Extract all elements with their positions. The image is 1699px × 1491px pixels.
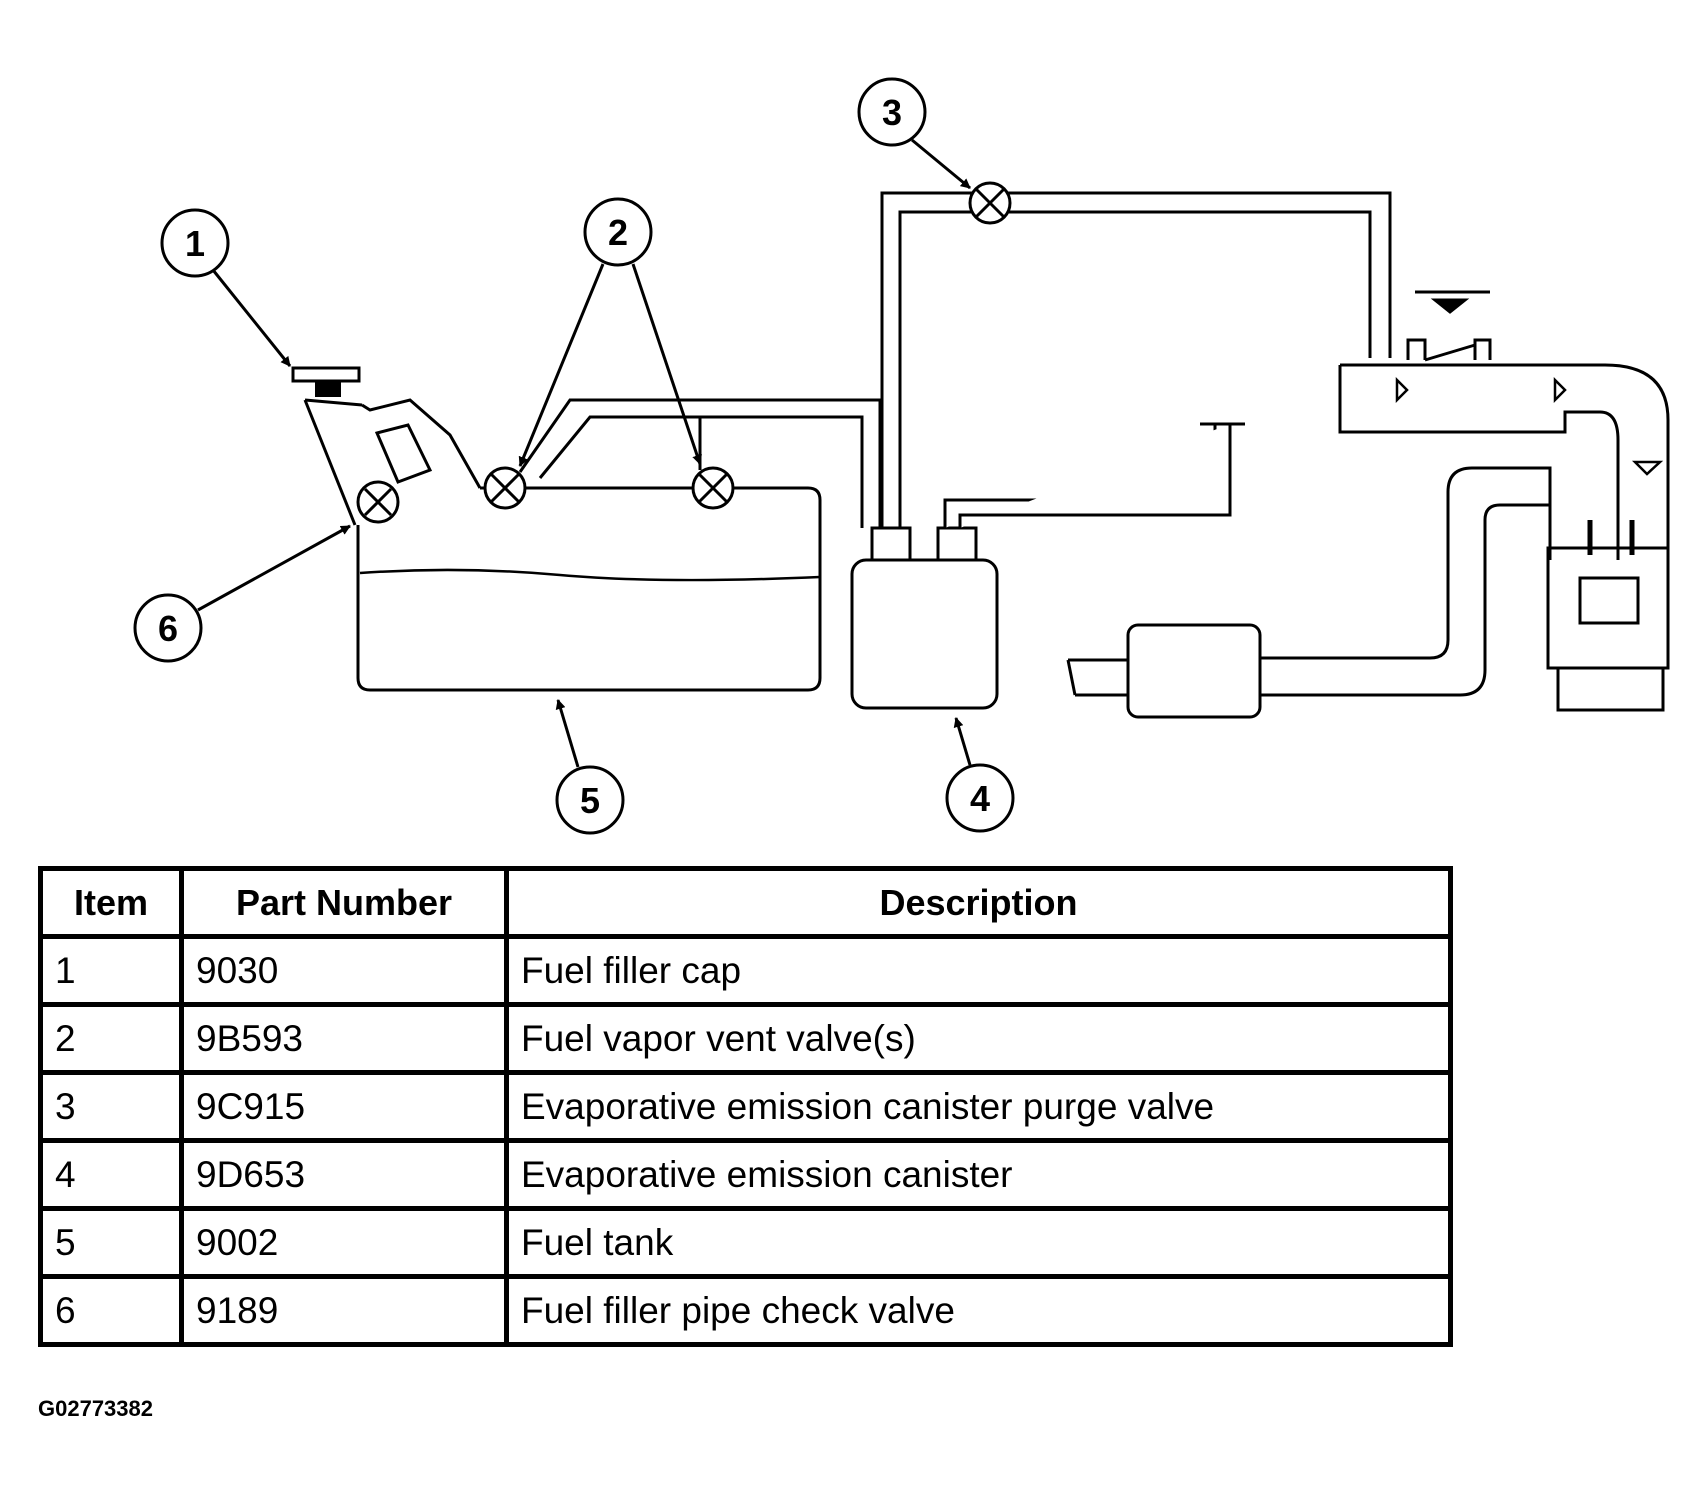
exhaust-system	[1066, 466, 1552, 719]
table-row: 6 9189 Fuel filler pipe check valve	[38, 1274, 1453, 1347]
flow-arrows	[1395, 376, 1664, 476]
engine-cylinder	[1546, 520, 1670, 712]
table-row: 2 9B593 Fuel vapor vent valve(s)	[38, 1002, 1453, 1075]
fuel-filler-cap	[291, 366, 361, 397]
table-row: 3 9C915 Evaporative emission canister pu…	[38, 1070, 1453, 1143]
intake-manifold	[1338, 290, 1670, 560]
header-part-number: Part Number	[179, 866, 509, 939]
fuel-tank	[356, 486, 822, 692]
evap-system-diagram: 1 2 3 4 5 6	[133, 77, 1670, 835]
callout-3: 3	[857, 77, 971, 190]
callout-2-label: 2	[608, 212, 628, 253]
cell-description: Fuel filler cap	[504, 934, 1453, 1007]
cell-description: Evaporative emission canister purge valv…	[504, 1070, 1453, 1143]
callout-6-label: 6	[158, 608, 178, 649]
cell-part-number: 9002	[179, 1206, 509, 1279]
table-row: 5 9002 Fuel tank	[38, 1206, 1453, 1279]
filler-pipe-check-valve	[356, 480, 400, 524]
callout-4-label: 4	[970, 778, 990, 819]
cell-part-number: 9B593	[179, 1002, 509, 1075]
cell-item: 4	[38, 1138, 184, 1211]
parts-table: Item Part Number Description 1 9030 Fuel…	[38, 866, 1453, 1347]
purge-line	[880, 191, 1392, 528]
callout-6: 6	[133, 524, 351, 663]
cell-item: 1	[38, 934, 184, 1007]
vent-valve-left	[483, 466, 527, 510]
callout-1-label: 1	[185, 223, 205, 264]
cell-part-number: 9C915	[179, 1070, 509, 1143]
cell-part-number: 9189	[179, 1274, 509, 1347]
callout-3-label: 3	[882, 92, 902, 133]
purge-valve	[968, 181, 1012, 225]
header-item: Item	[38, 866, 184, 939]
cell-item: 3	[38, 1070, 184, 1143]
cell-item: 6	[38, 1274, 184, 1347]
callout-4: 4	[945, 717, 1015, 833]
table-header-row: Item Part Number Description	[38, 866, 1453, 939]
fuel-filler-neck	[303, 398, 482, 526]
callout-2: 2	[518, 197, 702, 467]
cell-description: Fuel vapor vent valve(s)	[504, 1002, 1453, 1075]
cell-description: Evaporative emission canister	[504, 1138, 1453, 1211]
table-row: 4 9D653 Evaporative emission canister	[38, 1138, 1453, 1211]
cell-part-number: 9D653	[179, 1138, 509, 1211]
callout-1: 1	[160, 208, 292, 367]
figure-id: G02773382	[38, 1396, 153, 1421]
vent-valve-right	[691, 466, 735, 510]
cell-part-number: 9030	[179, 934, 509, 1007]
cell-item: 5	[38, 1206, 184, 1279]
cell-item: 2	[38, 1002, 184, 1075]
table-row: 1 9030 Fuel filler cap	[38, 934, 1453, 1007]
header-description: Description	[504, 866, 1453, 939]
cell-description: Fuel filler pipe check valve	[504, 1274, 1453, 1347]
cell-description: Fuel tank	[504, 1206, 1453, 1279]
callout-5-label: 5	[580, 780, 600, 821]
callout-5: 5	[555, 699, 625, 835]
evap-canister	[850, 422, 1245, 710]
